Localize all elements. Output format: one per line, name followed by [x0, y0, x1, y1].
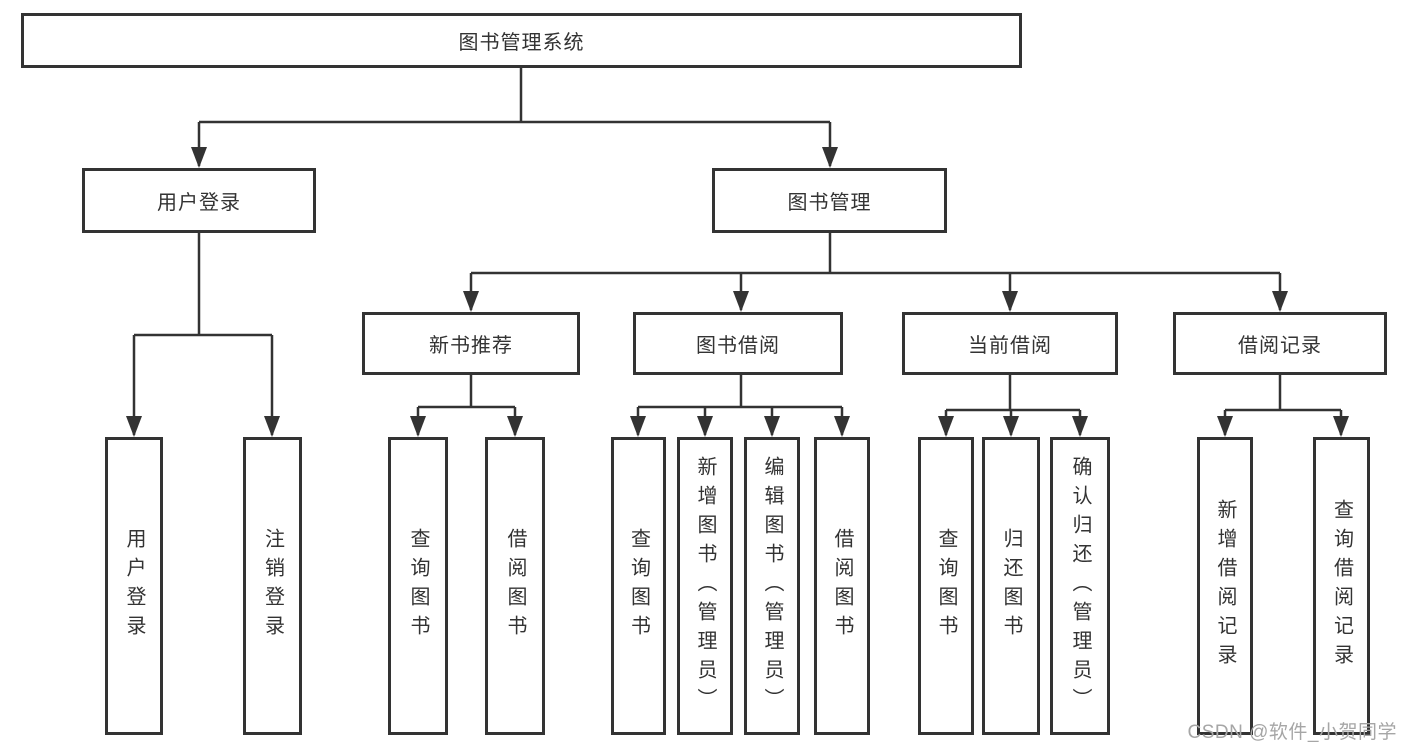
leaf-label: 借阅图书: [504, 528, 526, 644]
arrow-down-icon: [1072, 416, 1088, 437]
leaf-logout: 注销登录: [243, 437, 302, 735]
leaf-label: 归还图书: [1000, 528, 1022, 644]
arrow-down-icon: [1217, 416, 1233, 437]
node-book-borrow: 图书借阅: [633, 312, 843, 375]
arrow-down-icon: [697, 416, 713, 437]
leaf-label: 查询图书: [407, 528, 429, 644]
arrow-down-icon: [1003, 416, 1019, 437]
arrow-down-icon: [507, 416, 523, 437]
node-user-login: 用户登录: [82, 168, 316, 233]
arrow-down-icon: [834, 416, 850, 437]
arrow-down-icon: [1333, 416, 1349, 437]
csdn-watermark: CSDN @软件_小贺同学: [1187, 722, 1397, 743]
arrow-down-icon: [938, 416, 954, 437]
arrow-down-icon: [733, 291, 749, 312]
arrow-down-icon: [1002, 291, 1018, 312]
leaf-current-confirm-return-admin: 确认归还（管理员）: [1050, 437, 1110, 735]
leaf-user-login: 用户登录: [105, 437, 163, 735]
leaf-label: 新增借阅记录: [1214, 499, 1236, 673]
leaf-record-add-borrow-record: 新增借阅记录: [1197, 437, 1253, 735]
leaf-label: 用户登录: [123, 528, 145, 644]
arrow-down-icon: [764, 416, 780, 437]
connector-root: [197, 68, 832, 166]
node-borrow-record: 借阅记录: [1173, 312, 1387, 375]
leaf-current-return-books: 归还图书: [982, 437, 1040, 735]
connector-book-mgmt: [469, 233, 1282, 310]
leaf-label: 确认归还（管理员）: [1069, 455, 1091, 717]
node-current-borrow: 当前借阅: [902, 312, 1118, 375]
connector-current-borrow: [944, 375, 1082, 435]
leaf-label: 查询借阅记录: [1330, 499, 1353, 673]
leaf-record-query-borrow-record: 查询借阅记录: [1313, 437, 1370, 735]
leaf-borrow-add-books-admin: 新增图书（管理员）: [677, 437, 733, 735]
connector-new-book: [416, 375, 517, 435]
arrow-down-icon: [191, 147, 207, 168]
leaf-label: 查询图书: [627, 528, 650, 644]
node-book-management: 图书管理: [712, 168, 947, 233]
connector-user-login: [132, 233, 274, 435]
connector-borrow-record: [1223, 375, 1343, 435]
leaf-current-query-books: 查询图书: [918, 437, 974, 735]
leaf-borrow-edit-books-admin: 编辑图书（管理员）: [744, 437, 800, 735]
node-new-book-recommend: 新书推荐: [362, 312, 580, 375]
arrow-down-icon: [1272, 291, 1288, 312]
arrow-down-icon: [822, 147, 838, 168]
arrow-down-icon: [126, 416, 142, 437]
leaf-label: 注销登录: [261, 528, 284, 644]
node-root-library-system: 图书管理系统: [21, 13, 1022, 68]
leaf-label: 借阅图书: [831, 528, 853, 644]
leaf-label: 编辑图书（管理员）: [761, 455, 783, 717]
arrow-down-icon: [264, 416, 280, 437]
leaf-label: 查询图书: [935, 528, 957, 644]
leaf-newbook-borrow-books: 借阅图书: [485, 437, 545, 735]
connector-book-borrow: [636, 375, 844, 435]
arrow-down-icon: [630, 416, 646, 437]
arrow-down-icon: [410, 416, 426, 437]
arrow-down-icon: [463, 291, 479, 312]
leaf-label: 新增图书（管理员）: [694, 455, 716, 717]
leaf-borrow-query-books: 查询图书: [611, 437, 666, 735]
leaf-borrow-borrow-books: 借阅图书: [814, 437, 870, 735]
leaf-newbook-query-books: 查询图书: [388, 437, 448, 735]
